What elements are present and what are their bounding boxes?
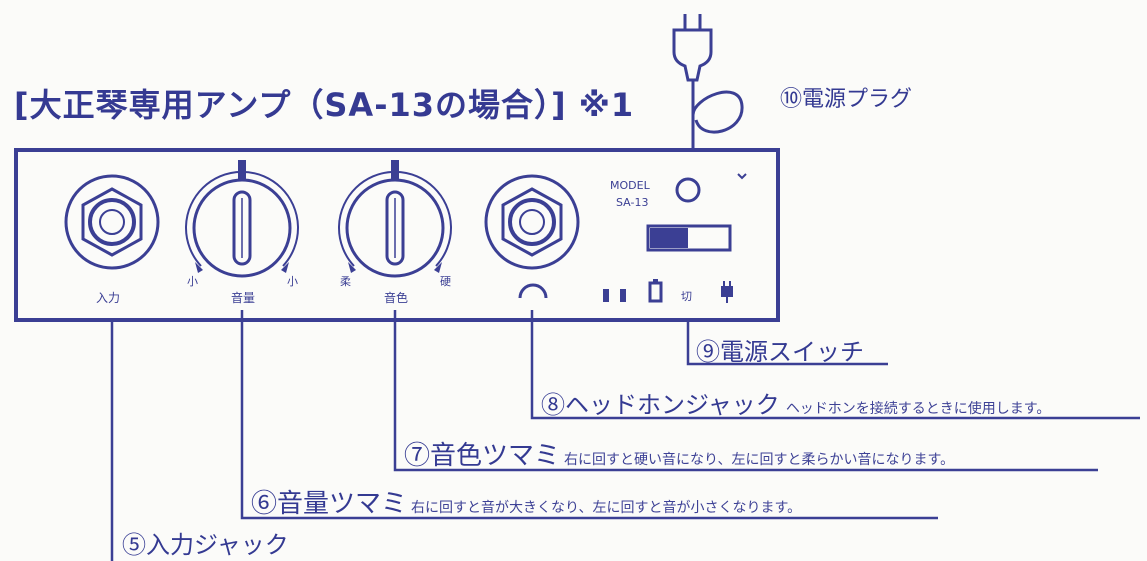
tone-label: 音色 <box>384 290 408 305</box>
power-switch[interactable] <box>646 224 732 252</box>
volume-min-label-right: 小 <box>287 275 298 288</box>
switch-off-label: 切 <box>681 290 692 303</box>
callout-5-input-jack: ⑤入力ジャック <box>122 531 289 559</box>
volume-knob[interactable] <box>185 160 299 278</box>
model-label-line2: SA-13 <box>616 196 648 209</box>
tone-knob[interactable] <box>338 160 452 278</box>
power-indicator-lamp <box>675 177 701 203</box>
headphone-jack[interactable] <box>484 174 580 270</box>
callout-7-tone-knob: ⑦音色ツマミ右に回すと硬い音になり、左に回すと柔らかい音になります。 <box>404 441 954 471</box>
battery-icons <box>603 279 663 303</box>
callout-10-power-plug: ⑩電源プラグ <box>780 87 912 112</box>
leader-lines <box>110 310 1140 561</box>
diagram-title: [大正琴専用アンプ（SA-13の場合）] ※1 <box>14 86 635 124</box>
callout-6-volume-knob: ⑥音量ツマミ右に回すと音が大きくなり、左に回すと音が小さくなります。 <box>251 489 801 519</box>
tone-hard-label: 硬 <box>440 275 451 288</box>
input-jack[interactable] <box>64 174 160 270</box>
power-plug-icon <box>672 14 744 150</box>
callout-8-headphone-jack: ⑧ヘッドホンジャックヘッドホンを接続するときに使用します。 <box>541 391 1050 419</box>
volume-label: 音量 <box>231 290 255 305</box>
volume-min-label-left: 小 <box>187 275 198 288</box>
input-label: 入力 <box>96 291 120 305</box>
model-label-line1: MODEL <box>610 179 651 192</box>
ac-plug-icon <box>721 281 733 303</box>
tone-soft-label: 柔 <box>340 275 351 288</box>
corner-mark-icon <box>737 173 747 180</box>
headphone-icon <box>518 283 548 299</box>
callout-9-power-switch: ⑨電源スイッチ <box>696 338 864 366</box>
